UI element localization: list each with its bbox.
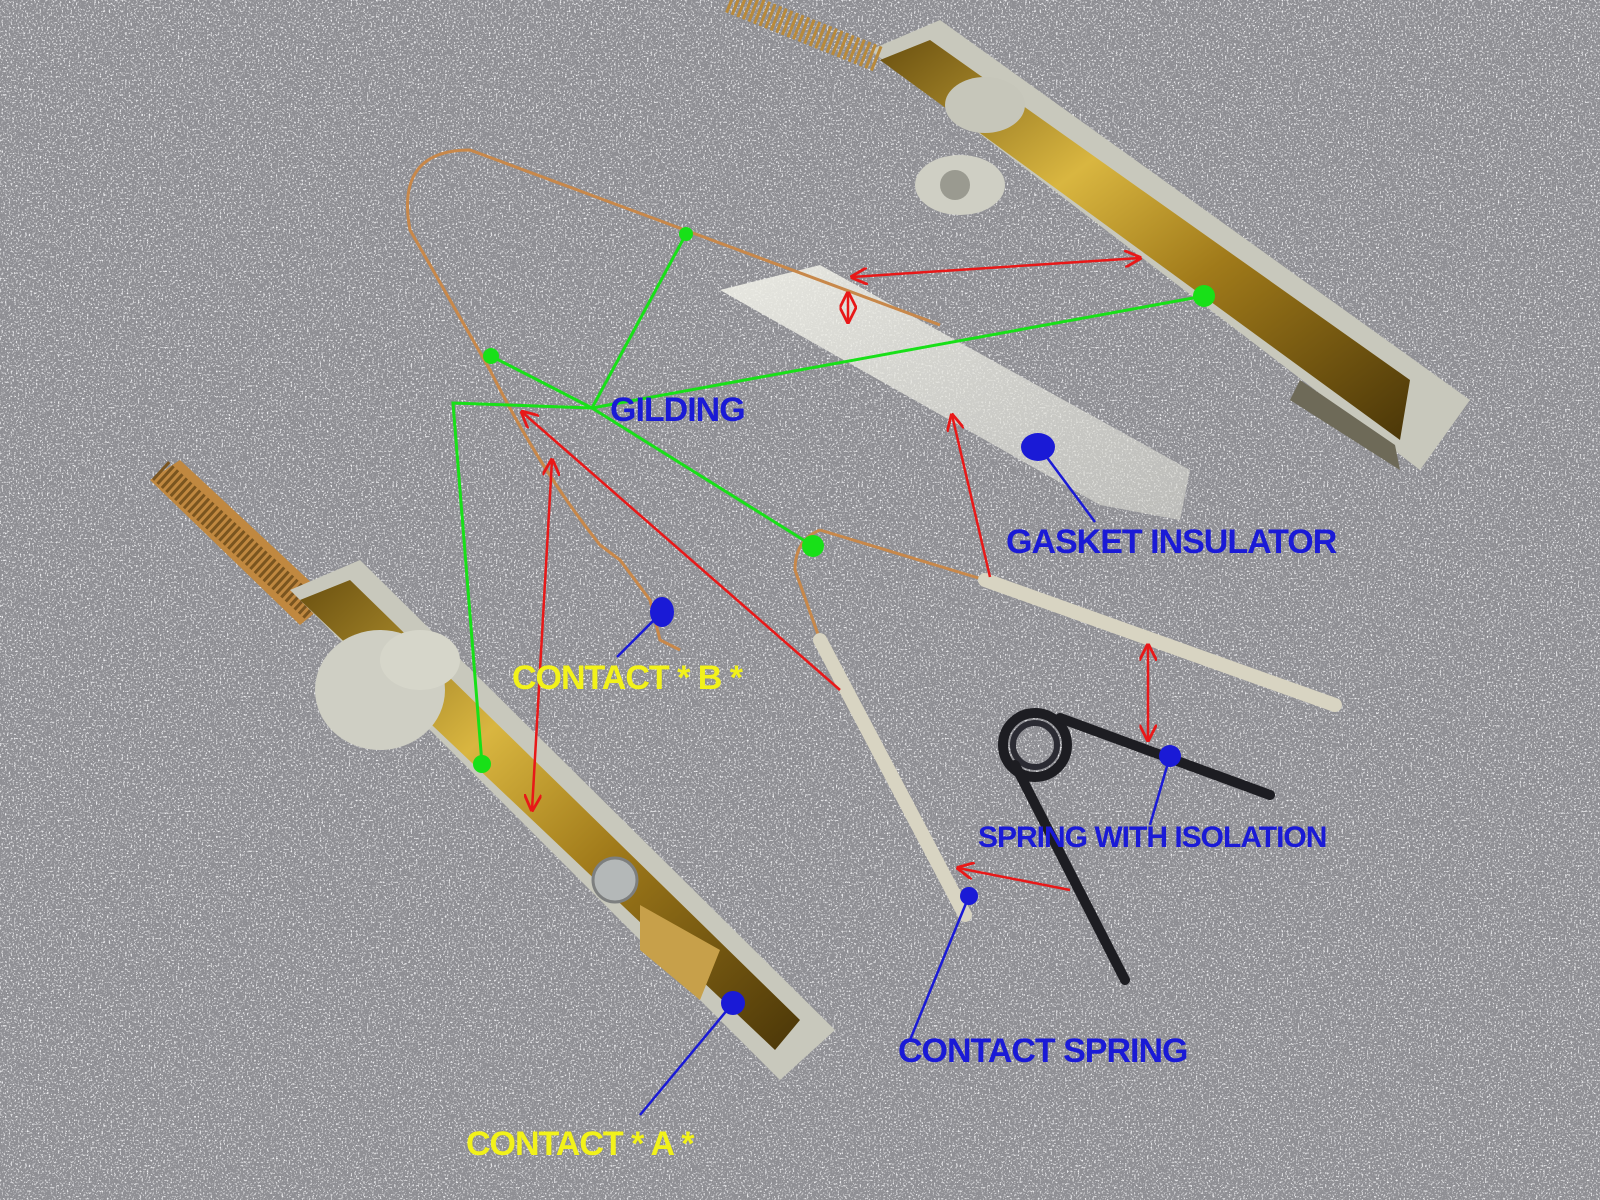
label-spring-with-isolation: SPRING WITH ISOLATION — [978, 821, 1327, 854]
label-contact-b: CONTACT * B * — [512, 659, 743, 697]
gilding-leaders — [451, 233, 1205, 765]
red-arrows — [522, 258, 1148, 892]
contact-b-wire — [406, 148, 941, 652]
label-contact-spring: CONTACT SPRING — [898, 1032, 1188, 1070]
label-gasket-insulator: GASKET INSULATOR — [1006, 523, 1337, 561]
blue-dots — [650, 433, 1181, 1015]
blue-leaders — [616, 447, 1172, 1116]
label-gilding: GILDING — [610, 391, 746, 429]
gasket-insulator-sheet — [720, 265, 1190, 520]
connector-bottom — [150, 460, 835, 1080]
gilding-dots — [473, 227, 1215, 773]
label-contact-a: CONTACT * A * — [466, 1125, 695, 1163]
connector-top — [725, 0, 1470, 470]
contact-spring — [793, 528, 1342, 922]
